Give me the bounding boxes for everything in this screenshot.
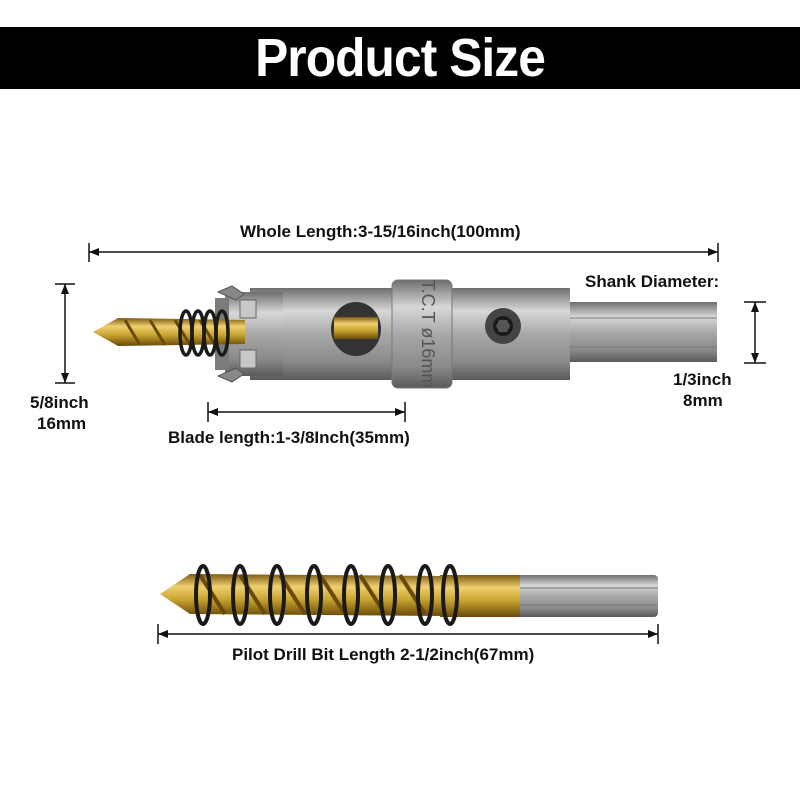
pilot-drill-bit — [160, 564, 658, 626]
whole-length-dimension — [88, 243, 719, 262]
engraving-text: T.C.T ø16mm — [418, 280, 438, 389]
hole-saw-assembly: T.C.T ø16mm — [93, 279, 717, 389]
drill-gold-shank — [440, 575, 520, 617]
pilot-length-label: Pilot Drill Bit Length 2-1/2inch(67mm) — [232, 645, 535, 664]
shank-diameter-dimension — [744, 301, 766, 364]
whole-length-label: Whole Length:3-15/16inch(100mm) — [240, 222, 521, 241]
pilot-drill-tip — [93, 318, 245, 346]
blade-length-dimension — [207, 402, 406, 422]
shank-diameter-mm: 8mm — [683, 391, 723, 410]
shank-diameter-label: Shank Diameter: — [585, 272, 720, 291]
cutter-diameter-dimension — [55, 283, 75, 384]
pilot-length-dimension — [157, 624, 659, 644]
shank-diameter-inch: 1/3inch — [673, 370, 732, 389]
title-banner: Product Size — [0, 27, 800, 89]
page-title: Product Size — [255, 28, 546, 88]
pilot-spring — [178, 309, 230, 357]
hex-shank — [565, 302, 717, 362]
drill-flutes — [160, 574, 445, 616]
cutter-diameter-mm: 16mm — [37, 414, 87, 433]
drill-spring — [194, 564, 459, 626]
cutter-diameter-inch: 5/8inch — [30, 393, 89, 412]
collar — [391, 279, 453, 389]
drill-shank — [515, 575, 658, 617]
blade-length-label: Blade length:1-3/8Inch(35mm) — [168, 428, 410, 447]
